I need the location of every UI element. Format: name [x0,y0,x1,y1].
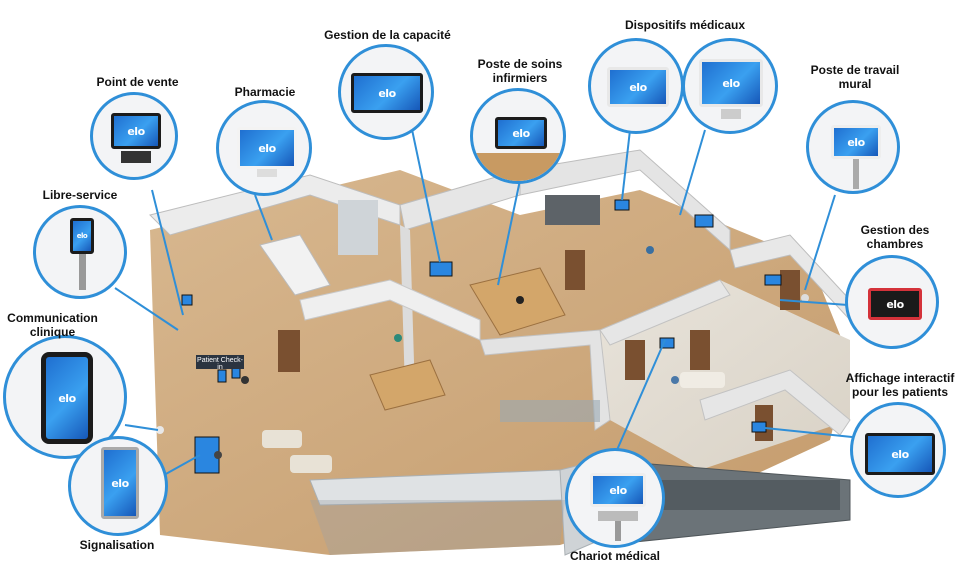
room-panel-screen: elo [868,288,922,320]
plan-screen [429,261,453,277]
monitor-base [257,169,277,177]
gestion-chambres-label: Gestion des chambres [860,223,930,251]
elo-logo: elo [886,297,904,311]
handheld-screen: elo [41,352,93,444]
poste-mural-circle: elo [806,100,900,194]
pos-terminal-screen: elo [111,113,161,149]
person [241,376,249,384]
communication-circle: elo [3,335,127,459]
monitor-base [721,109,741,119]
kiosk-screen: elo [70,218,94,254]
gestion-chambres-circle: elo [845,255,939,349]
sofa [290,455,332,473]
dispositifs-label: Dispositifs médicaux [624,18,746,32]
wall-arm [853,159,859,189]
plan-screen [659,337,675,349]
elo-logo: elo [127,124,145,138]
wall [400,225,415,395]
communication-label: Communication clinique [7,311,98,339]
plan-screen [217,369,227,383]
pharmacy-counter [259,234,331,296]
door [780,270,800,310]
wall-workstation-screen: elo [831,125,881,159]
cart-base [598,511,638,521]
dispositifs-circle-1: elo [588,38,684,134]
plan-screen [694,214,714,228]
door [278,330,300,372]
poste-soins-circle: elo [470,88,566,184]
plan-screen [751,421,767,433]
reception-desk [369,359,446,411]
checkin-sign-board [196,355,244,369]
elo-logo: elo [722,76,740,90]
front-wall [310,500,565,555]
signalisation-label: Signalisation [79,538,155,552]
plan-screen [181,294,193,306]
window [500,400,600,422]
person [671,376,679,384]
person [394,334,402,342]
gestion-capacite-label: Gestion de la capacité [324,28,451,42]
sofa [680,372,725,388]
elo-logo: elo [58,391,76,405]
person [516,296,524,304]
desk [473,153,563,181]
pharmacy-monitor-screen: elo [237,127,297,169]
shelving [338,200,378,255]
libre-service-label: Libre-service [42,188,118,202]
medical-device-screen: elo [699,59,763,107]
wall [599,279,731,346]
affichage-circle: elo [850,402,946,498]
person [801,294,809,302]
shelving [545,195,600,225]
poste-mural-label: Poste de travail mural [810,63,900,91]
poste-soins-label: Poste de soins infirmiers [477,57,563,85]
affichage-label: Affichage interactif pour les patients [845,371,955,399]
patient-display-screen: elo [865,433,935,475]
plan-screen [614,199,630,211]
signage-screen: elo [101,447,139,519]
elo-logo: elo [111,476,129,490]
door [565,250,585,290]
libre-service-circle: elo [33,205,127,299]
elo-logo: elo [76,232,88,240]
plan-screen [764,274,782,286]
point-de-vente-circle: elo [90,92,178,180]
signalisation-circle: elo [68,436,168,536]
elo-logo: elo [378,86,396,100]
elo-logo: elo [258,141,276,155]
elo-logo: elo [512,126,530,140]
person [156,426,164,434]
pharmacie-circle: elo [216,100,312,196]
chariot-circle: elo [565,448,665,548]
kiosk-stand [79,254,86,290]
cart-pole [615,521,621,541]
person [214,451,222,459]
point-de-vente-label: Point de vente [96,75,179,89]
elo-logo: elo [891,447,909,461]
patient-checkin-sign: Patient Check-in [197,357,243,371]
gestion-capacite-circle: elo [338,44,434,140]
door [690,330,710,370]
chariot-label: Chariot médical [569,549,661,563]
elo-logo: elo [629,80,647,94]
door [625,340,645,380]
elo-logo: elo [609,483,627,497]
medical-device-screen: elo [607,67,669,107]
pharmacie-label: Pharmacie [234,85,296,99]
nurse-station-screen: elo [495,117,547,149]
elo-logo: elo [847,135,865,149]
person [646,246,654,254]
sofa [262,430,302,448]
right-wing-floor [600,280,850,470]
cart-screen: elo [590,473,646,507]
pos-stand [121,151,151,163]
capacity-display-screen: elo [351,73,423,113]
dispositifs-circle-2: elo [682,38,778,134]
